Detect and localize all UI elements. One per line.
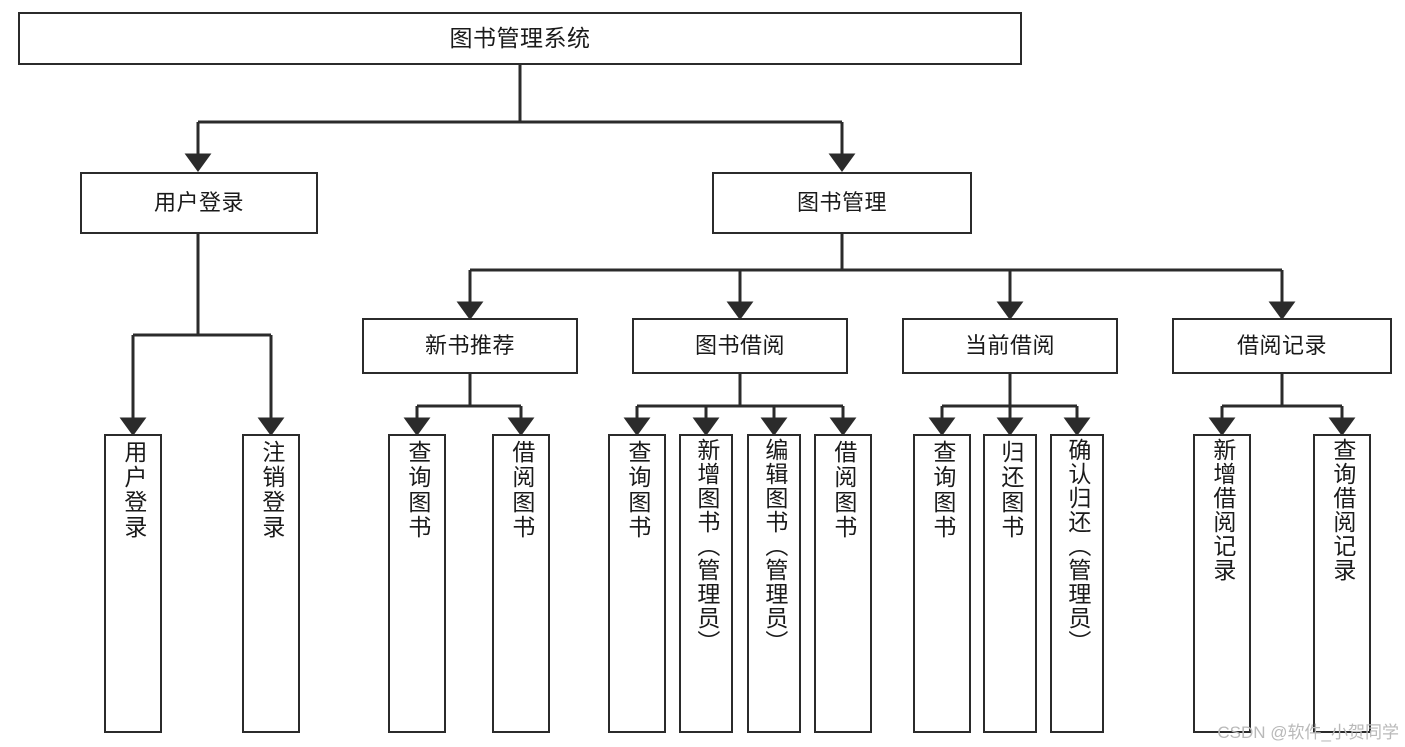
leaf-add-book-admin[interactable]: 新增图书（管理员） <box>679 434 733 733</box>
node-label: 用户登录 <box>153 189 244 215</box>
leaf-return-book[interactable]: 归还图书 <box>983 434 1037 733</box>
node-label: 借阅记录 <box>1236 332 1327 358</box>
node-root-book-management-system[interactable]: 图书管理系统 <box>18 12 1022 65</box>
node-borrow-record[interactable]: 借阅记录 <box>1172 318 1392 374</box>
node-label: 查询借阅记录 <box>1329 438 1356 582</box>
node-label: 新增借阅记录 <box>1209 438 1236 582</box>
watermark-text: CSDN @软件_小贺同学 <box>1217 723 1399 742</box>
node-current-borrow[interactable]: 当前借阅 <box>902 318 1118 374</box>
leaf-edit-book-admin[interactable]: 编辑图书（管理员） <box>747 434 801 733</box>
node-label: 编辑图书（管理员） <box>761 438 788 654</box>
node-label: 用户登录 <box>120 440 147 540</box>
node-label: 借阅图书 <box>508 440 535 540</box>
leaf-query-book-borrow[interactable]: 查询图书 <box>608 434 666 733</box>
node-user-login[interactable]: 用户登录 <box>80 172 318 234</box>
leaf-add-borrow-record[interactable]: 新增借阅记录 <box>1193 434 1251 733</box>
leaf-logout[interactable]: 注销登录 <box>242 434 300 733</box>
leaf-confirm-return-admin[interactable]: 确认归还（管理员） <box>1050 434 1104 733</box>
node-new-book-recommend[interactable]: 新书推荐 <box>362 318 578 374</box>
node-label: 查询图书 <box>929 440 956 540</box>
leaf-query-book-current[interactable]: 查询图书 <box>913 434 971 733</box>
node-label: 新增图书（管理员） <box>693 438 720 654</box>
node-label: 查询图书 <box>624 440 651 540</box>
node-label: 借阅图书 <box>830 440 857 540</box>
node-label: 当前借阅 <box>964 332 1055 358</box>
node-label: 图书管理 <box>796 189 887 215</box>
node-label: 图书借阅 <box>694 332 785 358</box>
node-label: 新书推荐 <box>424 332 515 358</box>
leaf-borrow-book[interactable]: 借阅图书 <box>814 434 872 733</box>
node-book-borrow[interactable]: 图书借阅 <box>632 318 848 374</box>
node-book-management[interactable]: 图书管理 <box>712 172 972 234</box>
node-label: 确认归还（管理员） <box>1064 438 1091 654</box>
leaf-borrow-book-recommend[interactable]: 借阅图书 <box>492 434 550 733</box>
node-label: 归还图书 <box>997 440 1024 540</box>
leaf-user-login[interactable]: 用户登录 <box>104 434 162 733</box>
leaf-query-borrow-record[interactable]: 查询借阅记录 <box>1313 434 1371 733</box>
leaf-query-book-recommend[interactable]: 查询图书 <box>388 434 446 733</box>
node-label: 图书管理系统 <box>449 24 591 51</box>
node-label: 查询图书 <box>404 440 431 540</box>
node-label: 注销登录 <box>258 440 285 540</box>
